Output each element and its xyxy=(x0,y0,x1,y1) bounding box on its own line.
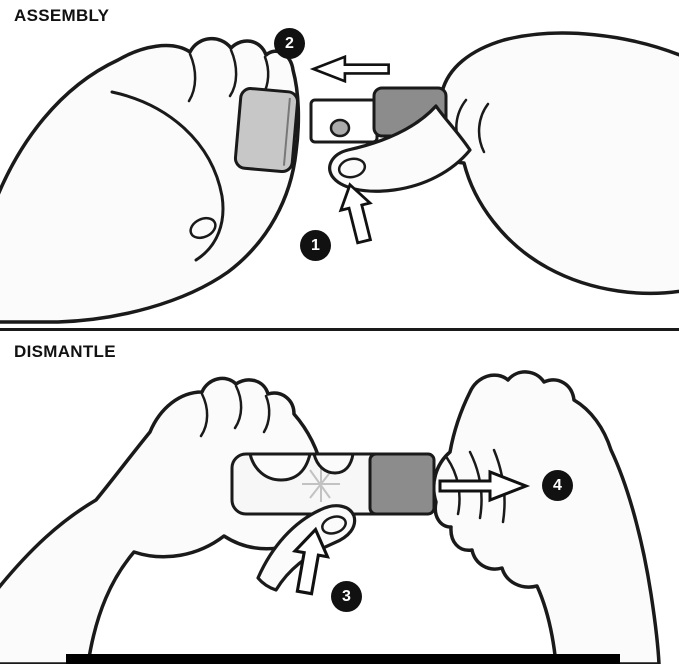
left-thumb-outline xyxy=(110,90,225,262)
step-badge-4: 4 xyxy=(542,470,573,501)
step-badge-1: 1 xyxy=(300,230,331,261)
arrow-up-icon xyxy=(291,526,331,596)
connector-hole xyxy=(329,118,351,138)
section-divider xyxy=(0,328,679,331)
step-number: 2 xyxy=(285,34,294,52)
assembly-illustration xyxy=(0,31,679,324)
arrow-left-icon xyxy=(309,54,390,84)
step-number: 4 xyxy=(553,476,562,494)
step-badge-3: 3 xyxy=(331,581,362,612)
dismantle-title: DISMANTLE xyxy=(14,342,116,361)
bottom-bar xyxy=(66,654,620,664)
tube-band xyxy=(368,452,436,516)
left-hand-finger-creases xyxy=(199,384,271,438)
left-thumb-nail xyxy=(321,515,347,535)
left-hand xyxy=(0,376,328,664)
step-badge-2: 2 xyxy=(274,28,305,59)
tube-crinkle-lines xyxy=(302,466,340,502)
right-hand xyxy=(419,31,679,296)
gray-cap-part xyxy=(233,87,300,174)
left-hand xyxy=(0,37,301,324)
step-number: 3 xyxy=(342,587,351,605)
right-thumb-nail xyxy=(337,157,367,179)
arrow-up-icon xyxy=(338,182,373,245)
step-number: 1 xyxy=(311,236,320,254)
left-thumb-nail xyxy=(189,216,217,240)
arrow-right-icon xyxy=(438,469,531,503)
right-hand xyxy=(431,370,661,664)
dismantle-illustration xyxy=(0,370,661,664)
assembly-title: ASSEMBLY xyxy=(14,6,110,25)
left-fingertips xyxy=(248,452,355,482)
